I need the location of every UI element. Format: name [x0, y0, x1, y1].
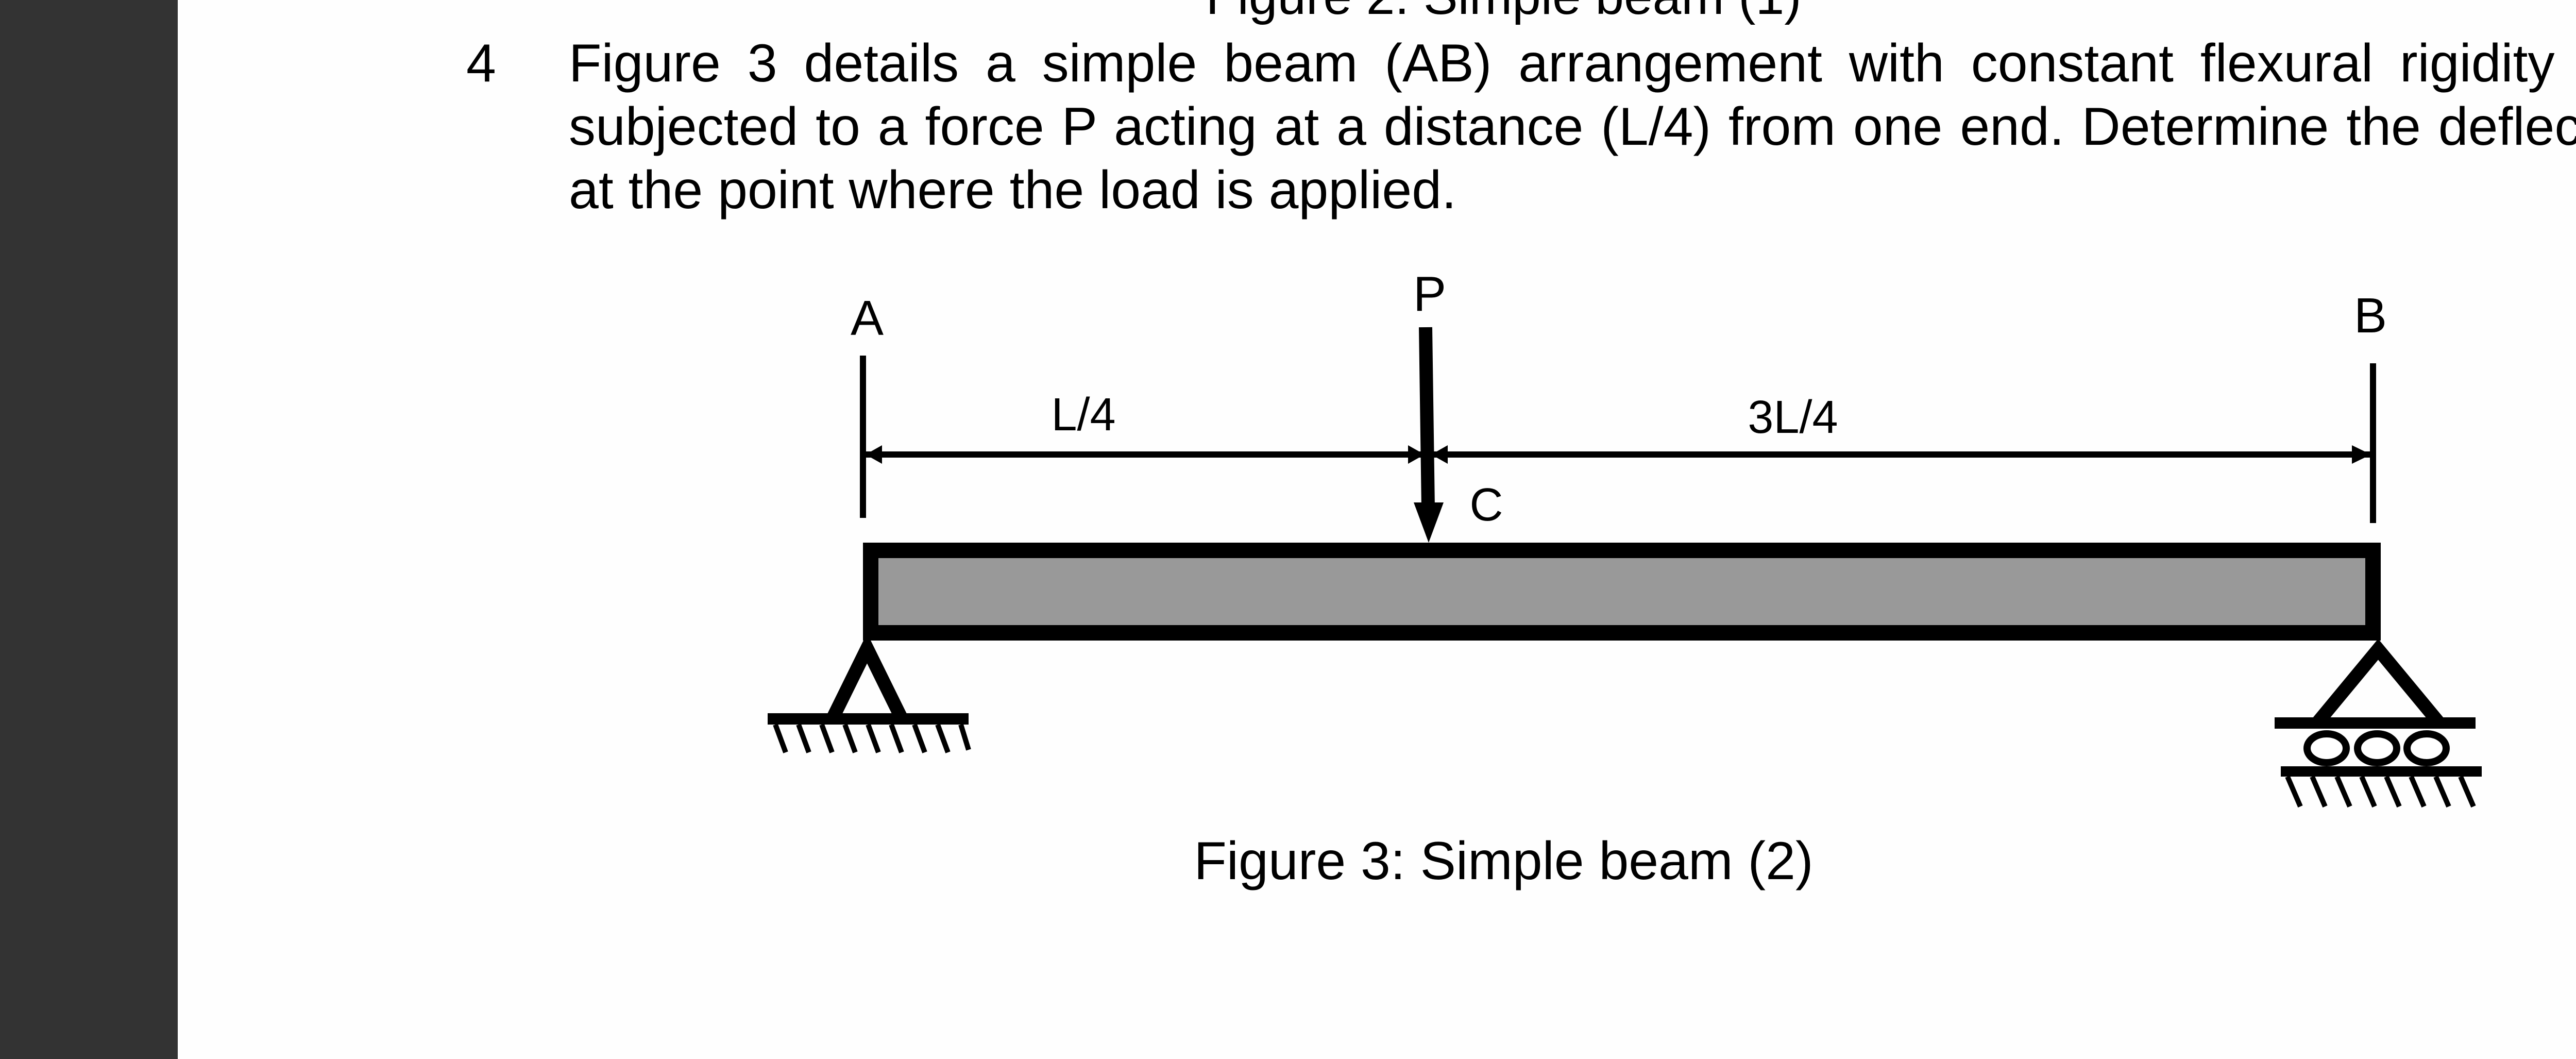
document-page — [178, 0, 2576, 1059]
label-b: B — [2354, 288, 2387, 343]
dimension-line — [866, 445, 2371, 464]
label-dim-right: 3L/4 — [1748, 392, 1838, 443]
pin-support-icon — [768, 633, 971, 753]
previous-figure-caption: Figure 2: Simple beam (1) — [0, 0, 2576, 25]
label-dim-left: L/4 — [1051, 389, 1115, 441]
label-p: P — [1413, 266, 1446, 322]
arrowhead-icon — [1408, 445, 1425, 464]
arrowhead-icon — [1431, 445, 1448, 464]
label-a: A — [851, 291, 884, 346]
arrowhead-icon — [866, 445, 882, 464]
figure-caption: Figure 3: Simple beam (2) — [1194, 831, 1814, 891]
viewer-gutter-left — [0, 0, 178, 1059]
load-arrow-icon — [1414, 327, 1444, 543]
label-c: C — [1470, 479, 1503, 531]
question-text: Figure 3 details a simple beam (AB) arra… — [569, 33, 2576, 220]
roller-support-icon — [2275, 638, 2482, 808]
extension-lines — [860, 356, 2376, 523]
question-number: 4 — [466, 33, 496, 93]
beam — [863, 543, 2381, 641]
arrowhead-icon — [2352, 445, 2371, 464]
